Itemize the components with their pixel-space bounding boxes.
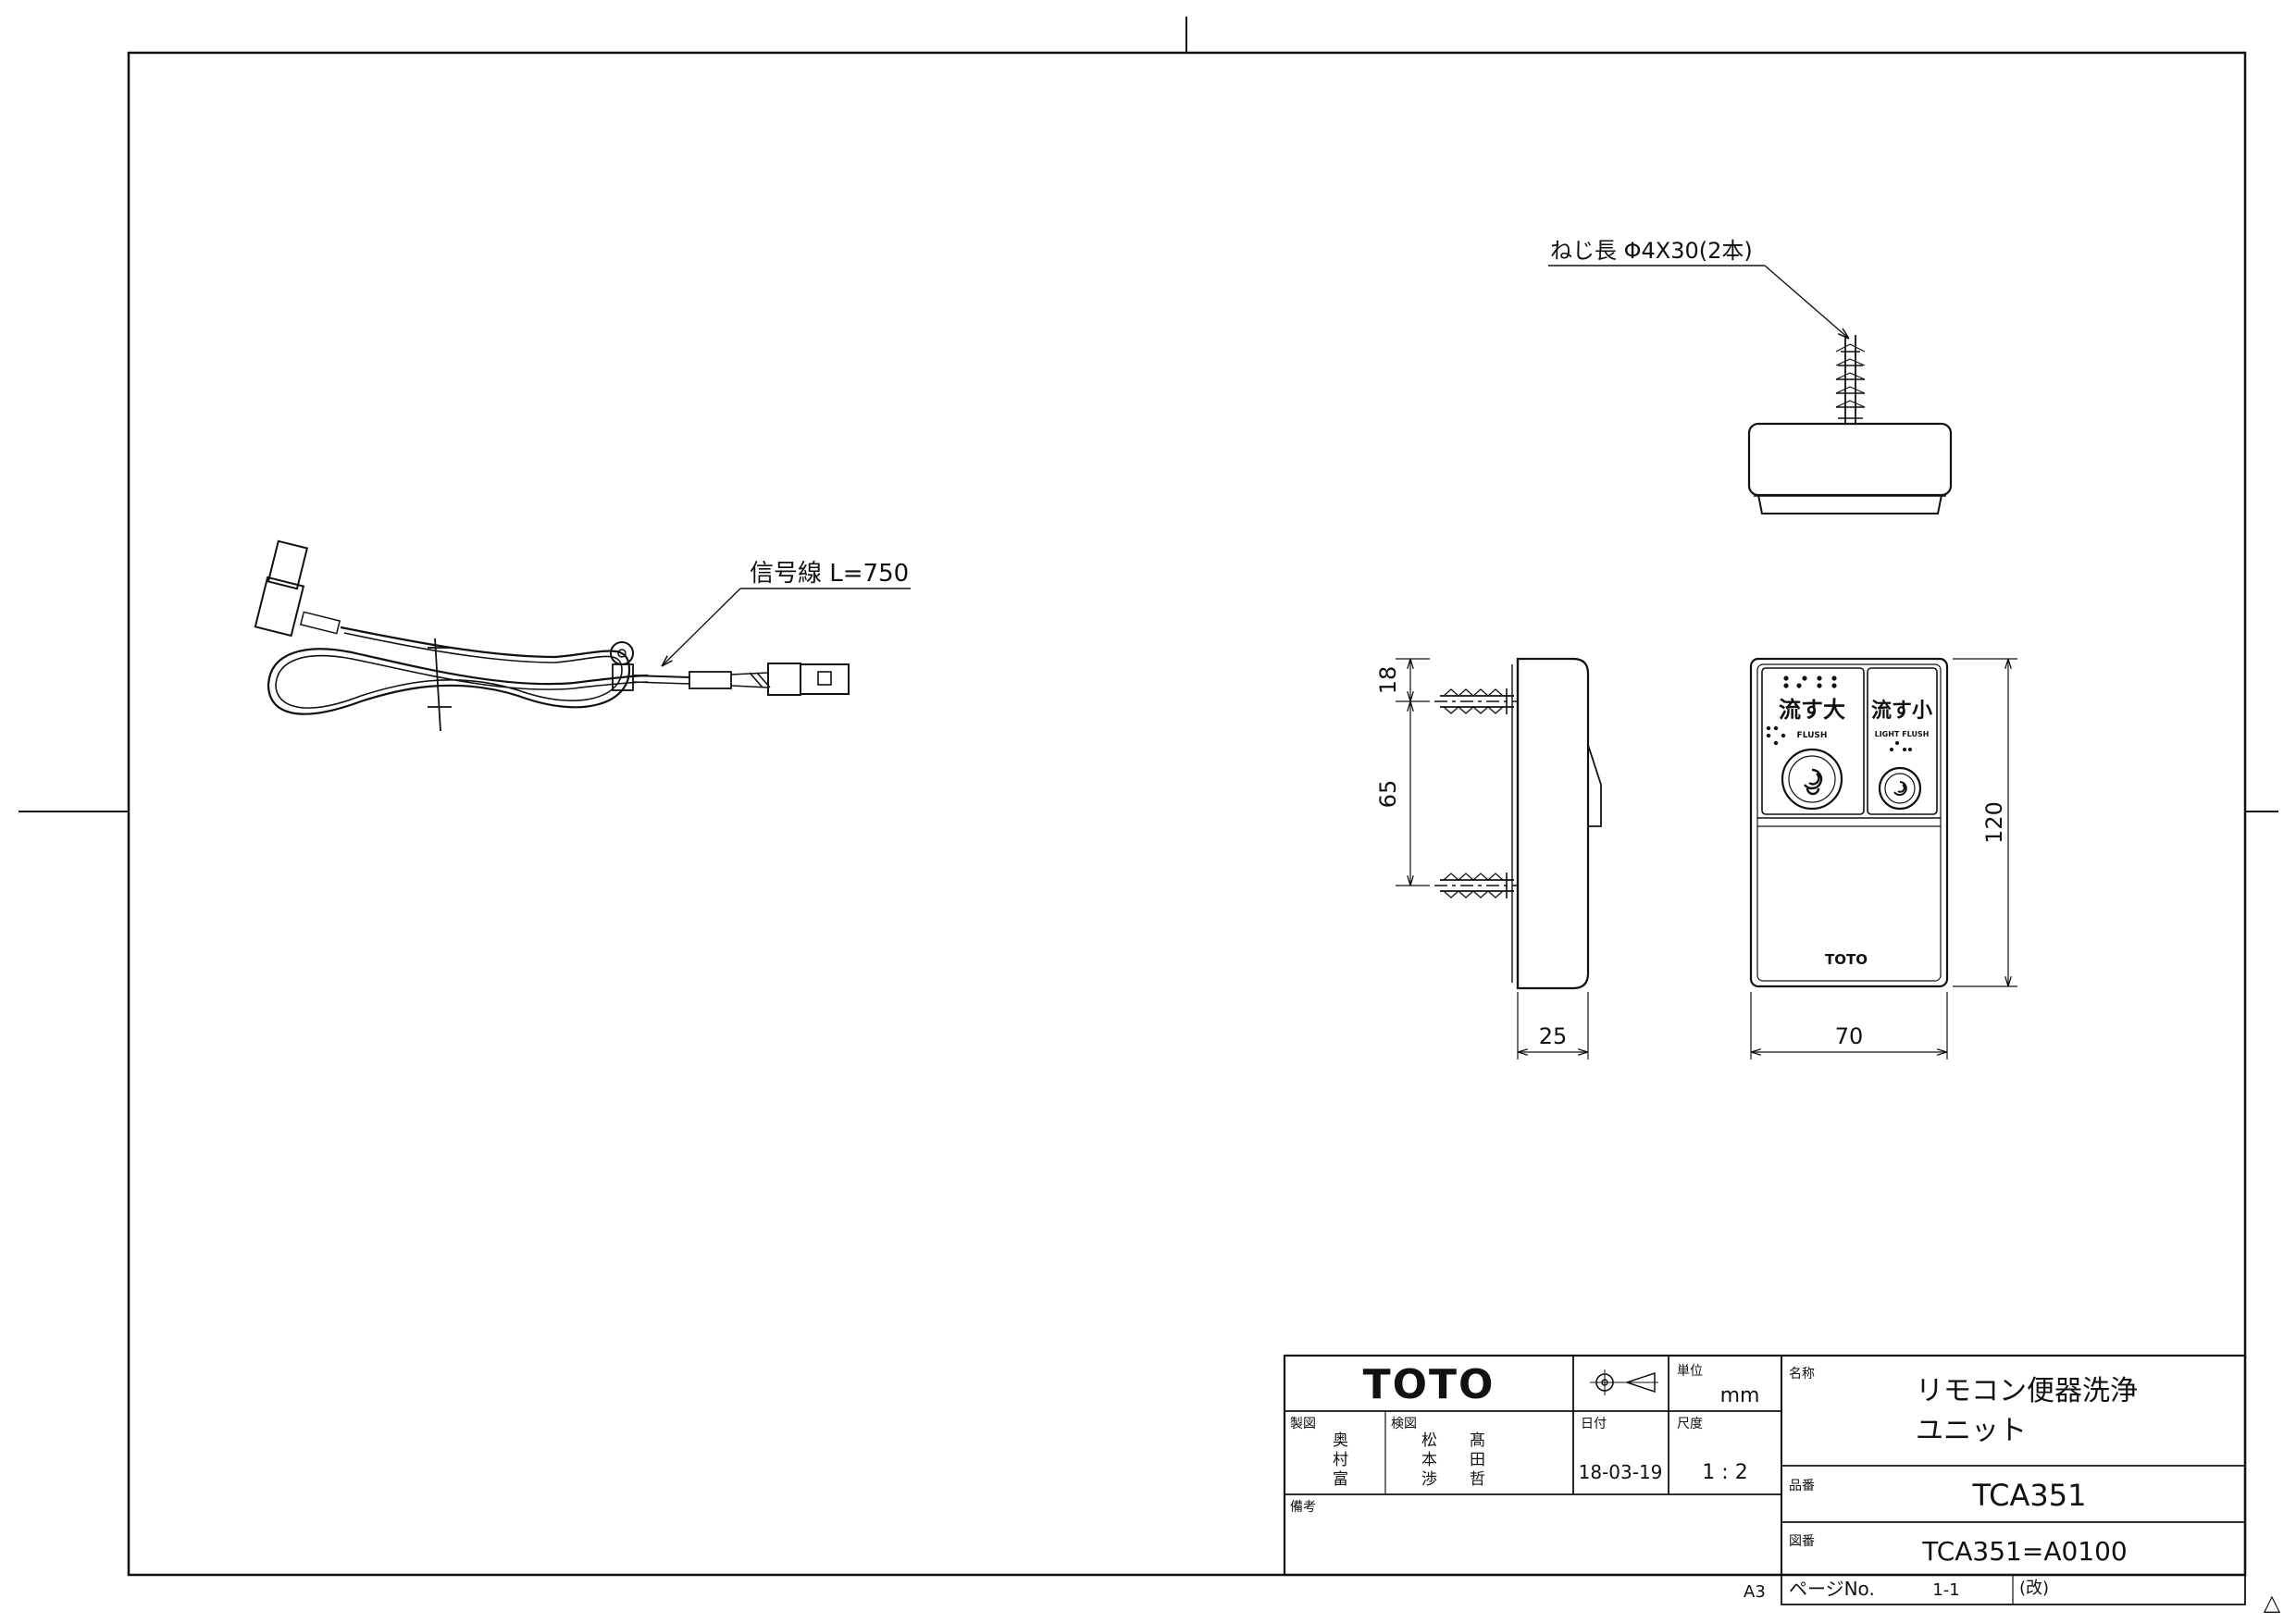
- big-flush-label: 流す大: [1779, 697, 1845, 723]
- scale-value: 1 : 2: [1702, 1461, 1747, 1484]
- side-view-body: [1516, 657, 1590, 990]
- product-number-label: 品番: [1789, 1479, 1815, 1493]
- date-value: 18-03-19: [1579, 1461, 1663, 1483]
- drafted-name-1: 奥: [1333, 1431, 1348, 1450]
- company-logo: TOTO: [1363, 1361, 1496, 1408]
- dimension-25: 25: [1539, 1023, 1568, 1049]
- drafted-name-3: 富: [1333, 1470, 1348, 1489]
- revision-label: (改): [2019, 1579, 2049, 1598]
- flush-swirl-icon: [1804, 768, 1823, 796]
- panel-brand-logo: TOTO: [1825, 951, 1868, 968]
- product-name-line-2: ユニット: [1916, 1415, 2027, 1447]
- small-flush-button: 流す小 LIGHT FLUSH: [1867, 667, 1938, 815]
- flush-swirl-small-icon: [1893, 781, 1907, 796]
- product-number: TCA351: [1972, 1478, 2087, 1513]
- cable-tie: [428, 638, 452, 732]
- cable-annotation: 信号線 L=750: [750, 560, 909, 588]
- front-view-body: [1749, 657, 1949, 988]
- drawing-number-label: 図番: [1789, 1534, 1815, 1549]
- remarks-label: 備考: [1290, 1500, 1316, 1515]
- drafted-label: 製図: [1290, 1417, 1316, 1431]
- checked-label: 検図: [1391, 1417, 1417, 1431]
- checker-1-name-3: 渉: [1421, 1470, 1437, 1489]
- page-value: 1-1: [1932, 1580, 1959, 1600]
- top-view: [1747, 335, 1953, 514]
- side-anchor-lower: [1434, 873, 1518, 898]
- checker-2-name-1: 髙: [1470, 1431, 1485, 1450]
- scale-label: 尺度: [1677, 1417, 1703, 1431]
- dimension-70: 70: [1835, 1023, 1864, 1049]
- big-flush-button: 流す大 FLUSH: [1761, 667, 1865, 815]
- front-dimensions: 120 70: [1750, 658, 2017, 1059]
- big-flush-english-label: FLUSH: [1797, 731, 1828, 740]
- checker-2-name-2: 田: [1470, 1451, 1485, 1469]
- side-dimensions: 18 65 25: [1375, 658, 1589, 1059]
- checker-2-name-3: 哲: [1470, 1470, 1485, 1489]
- name-label: 名称: [1789, 1367, 1815, 1381]
- dimension-65: 65: [1375, 780, 1401, 809]
- screw-annotation: ねじ長 Φ4X30(2本): [1550, 238, 1753, 264]
- corner-mark: △: [2264, 1590, 2281, 1616]
- checker-1-name-1: 松: [1421, 1431, 1437, 1450]
- top-view-body: [1747, 422, 1953, 497]
- small-flush-english-label: LIGHT FLUSH: [1875, 730, 1930, 738]
- page-label: ページNo.: [1789, 1578, 1875, 1600]
- dimension-120: 120: [1981, 801, 2007, 844]
- cable-plug: [254, 539, 341, 638]
- title-block: TOTO 単位 mm 製図 奥 村 富 検図 松 本 渉 髙 田 哲 日付 18…: [1283, 1354, 2247, 1605]
- drawing-number: TCA351=A0100: [1921, 1536, 2127, 1567]
- side-view: [1434, 657, 1602, 990]
- third-angle-projection-icon: [1590, 1369, 1658, 1395]
- dimension-18: 18: [1375, 666, 1401, 695]
- front-view: 流す大 FLUSH 流す小 LIGHT FLUSH TOTO: [1749, 657, 1949, 988]
- top-screw-anchor: [1835, 335, 1866, 424]
- cable-clip: [610, 641, 634, 691]
- drafted-name-2: 村: [1333, 1451, 1348, 1469]
- unit-value: mm: [1720, 1384, 1760, 1407]
- small-flush-label: 流す小: [1871, 699, 1932, 723]
- unit-label: 単位: [1677, 1364, 1703, 1379]
- cable-connector: [767, 663, 850, 696]
- cable-loop: [267, 626, 649, 715]
- product-name-line-1: リモコン便器洗浄: [1916, 1375, 2138, 1407]
- checker-1-name-2: 本: [1421, 1451, 1437, 1469]
- sheet-size: A3: [1744, 1582, 1766, 1602]
- side-anchor-upper: [1434, 688, 1518, 714]
- date-label: 日付: [1581, 1417, 1607, 1431]
- signal-cable: [254, 539, 850, 732]
